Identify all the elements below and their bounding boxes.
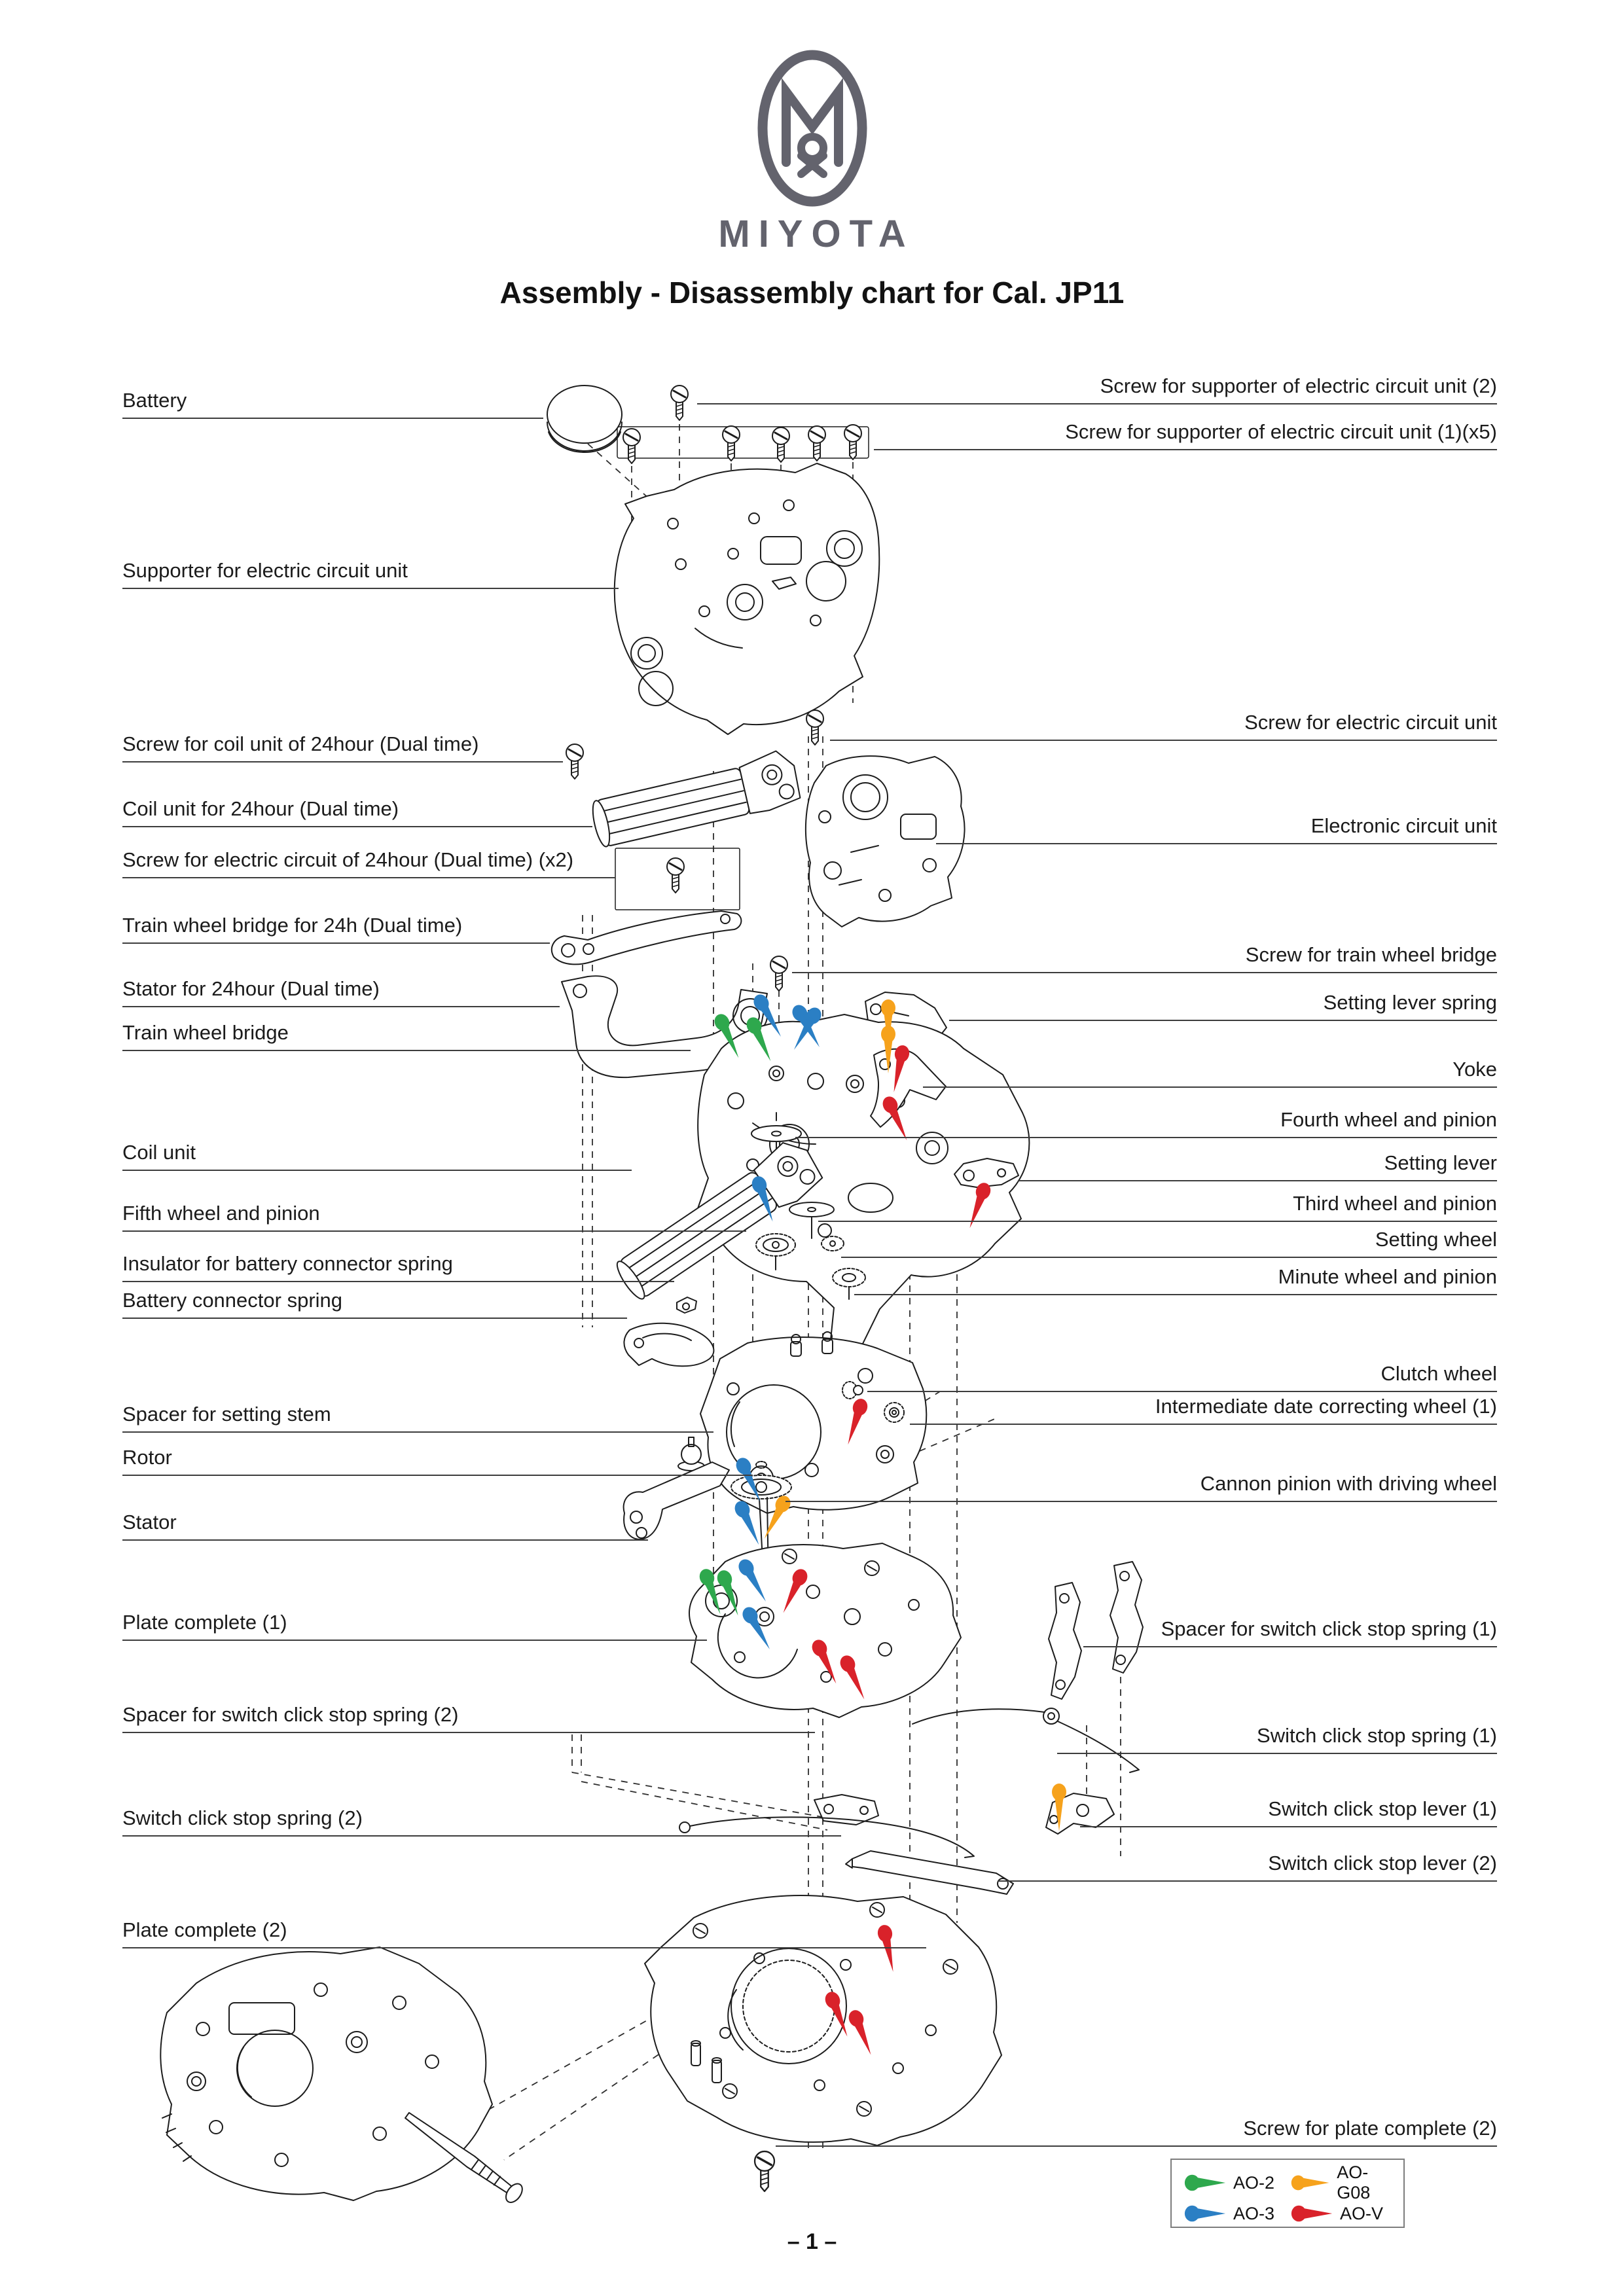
label-screw-supporter-2: Screw for supporter of electric circuit …	[697, 373, 1497, 404]
label-screw-electric-circuit-unit: Screw for electric circuit unit	[830, 709, 1497, 741]
part-plate-complete-2	[160, 1946, 523, 2203]
part-plate-complete-1	[689, 1543, 962, 1718]
legend-label-aog08: AO-G08	[1337, 2162, 1371, 2202]
label-insulator-battery-connector-spring: Insulator for battery connector spring	[122, 1251, 674, 1282]
label-screw-supporter-1x5: Screw for supporter of electric circuit …	[874, 419, 1497, 450]
label-third-wheel-and-pinion: Third wheel and pinion	[818, 1191, 1497, 1222]
oil-drop-blue-icon	[1184, 2205, 1226, 2222]
part-insulator-battery-connector-spring	[676, 1297, 697, 1314]
part-setting-wheel	[821, 1236, 844, 1251]
label-fifth-wheel-and-pinion: Fifth wheel and pinion	[122, 1200, 746, 1232]
part-spacer-switch-click-stop-spring-1	[1048, 1561, 1144, 1700]
label-setting-wheel: Setting wheel	[841, 1227, 1497, 1258]
label-minute-wheel-and-pinion: Minute wheel and pinion	[854, 1264, 1497, 1295]
part-screw-train-wheel-bridge	[769, 955, 789, 992]
label-rotor: Rotor	[122, 1444, 753, 1476]
label-battery: Battery	[122, 387, 543, 419]
label-spacer-switch-click-stop-spring-1: Spacer for switch click stop spring (1)	[1083, 1616, 1497, 1647]
part-switch-click-stop-lever-1	[1045, 1793, 1115, 1835]
legend-item-aog08: AO-G08	[1290, 2162, 1397, 2203]
part-switch-click-stop-spring-1	[912, 1708, 1140, 1773]
label-plate-complete-1: Plate complete (1)	[122, 1609, 707, 1641]
part-switch-click-stop-lever-2	[845, 1850, 1014, 1895]
part-spacer-switch-click-stop-spring-2	[814, 1794, 879, 1825]
part-third-wheel-and-pinion	[789, 1202, 835, 1239]
part-clutch-wheel	[842, 1381, 863, 1399]
label-switch-click-stop-spring-1: Switch click stop spring (1)	[1057, 1723, 1497, 1754]
part-movement-assembly-bottom	[644, 1895, 1002, 2146]
part-stator	[623, 1462, 730, 1540]
part-switch-click-stop-spring-2	[679, 1816, 975, 1858]
oil-drop-orange-icon	[1291, 2175, 1329, 2191]
label-screw-train-wheel-bridge: Screw for train wheel bridge	[792, 942, 1497, 973]
part-coil-unit	[616, 1142, 823, 1300]
label-intermediate-date-correcting-wheel-1: Intermediate date correcting wheel (1)	[910, 1393, 1497, 1425]
legend-item-ao2: AO-2	[1183, 2173, 1290, 2193]
label-spacer-switch-click-stop-spring-2: Spacer for switch click stop spring (2)	[122, 1702, 815, 1733]
part-screw-box-24h	[615, 848, 740, 910]
page-number: – 1 –	[787, 2229, 837, 2254]
part-screw-plate-complete-2	[753, 2150, 776, 2193]
label-battery-connector-spring: Battery connector spring	[122, 1287, 627, 1319]
part-intermediate-date-correcting-wheel	[884, 1402, 905, 1423]
label-yoke: Yoke	[923, 1056, 1497, 1088]
oil-drop-green-icon	[1184, 2174, 1226, 2191]
label-switch-click-stop-spring-2: Switch click stop spring (2)	[122, 1805, 841, 1837]
label-stator-24h: Stator for 24hour (Dual time)	[122, 976, 560, 1007]
label-screw-electric-circuit-24h: Screw for electric circuit of 24hour (Du…	[122, 847, 615, 878]
label-plate-complete-2: Plate complete (2)	[122, 1917, 926, 1948]
label-clutch-wheel: Clutch wheel	[867, 1361, 1497, 1392]
part-supporter-electric-circuit-unit	[613, 463, 880, 735]
part-electronic-circuit-unit	[804, 755, 965, 927]
legend-label-ao2: AO-2	[1233, 2172, 1275, 2193]
part-fifth-wheel-and-pinion	[755, 1233, 796, 1270]
oil-drop-red-icon	[1291, 2205, 1333, 2222]
part-setting-lever	[954, 1158, 1019, 1188]
label-coil-unit-24h: Coil unit for 24hour (Dual time)	[122, 796, 592, 827]
label-spacer-setting-stem: Spacer for setting stem	[122, 1401, 713, 1433]
label-switch-click-stop-lever-1: Switch click stop lever (1)	[1080, 1796, 1497, 1827]
label-train-wheel-bridge: Train wheel bridge	[122, 1020, 691, 1051]
label-screw-coil-unit-24h: Screw for coil unit of 24hour (Dual time…	[122, 731, 563, 762]
part-battery-connector-spring	[623, 1322, 715, 1367]
label-setting-lever: Setting lever	[1018, 1150, 1497, 1181]
label-electronic-circuit-unit: Electronic circuit unit	[936, 813, 1497, 844]
part-screw-coil-unit-24h	[565, 743, 585, 780]
label-supporter-electric-circuit-unit: Supporter for electric circuit unit	[122, 558, 619, 589]
legend-label-aov: AO-V	[1340, 2203, 1384, 2223]
brand-wordmark: MIYOTA	[718, 213, 914, 255]
part-fourth-wheel-and-pinion	[751, 1112, 802, 1189]
label-stator: Stator	[122, 1509, 648, 1541]
label-fourth-wheel-and-pinion: Fourth wheel and pinion	[795, 1107, 1497, 1138]
legend-label-ao3: AO-3	[1233, 2203, 1275, 2223]
label-setting-lever-spring: Setting lever spring	[949, 990, 1497, 1021]
part-battery	[547, 385, 623, 453]
label-screw-plate-complete-2: Screw for plate complete (2)	[776, 2115, 1497, 2147]
label-coil-unit: Coil unit	[122, 1139, 632, 1171]
label-cannon-pinion-driving-wheel: Cannon pinion with driving wheel	[785, 1471, 1497, 1502]
legend-item-aov: AO-V	[1290, 2204, 1397, 2224]
part-screws-supporter	[617, 384, 869, 465]
label-switch-click-stop-lever-2: Switch click stop lever (2)	[998, 1850, 1497, 1882]
oil-legend: AO-2 AO-G08 AO-3 AO-V	[1170, 2159, 1405, 2228]
page-title: Assembly - Disassembly chart for Cal. JP…	[499, 276, 1125, 310]
label-train-wheel-bridge-24h: Train wheel bridge for 24h (Dual time)	[122, 912, 550, 944]
miyota-logo-icon	[757, 50, 867, 207]
part-minute-wheel-and-pinion	[832, 1268, 866, 1300]
brand-header: MIYOTA	[0, 47, 1624, 256]
legend-item-ao3: AO-3	[1183, 2204, 1290, 2224]
part-train-wheel-bridge-24h	[550, 910, 742, 965]
part-coil-unit-24h	[592, 750, 801, 848]
